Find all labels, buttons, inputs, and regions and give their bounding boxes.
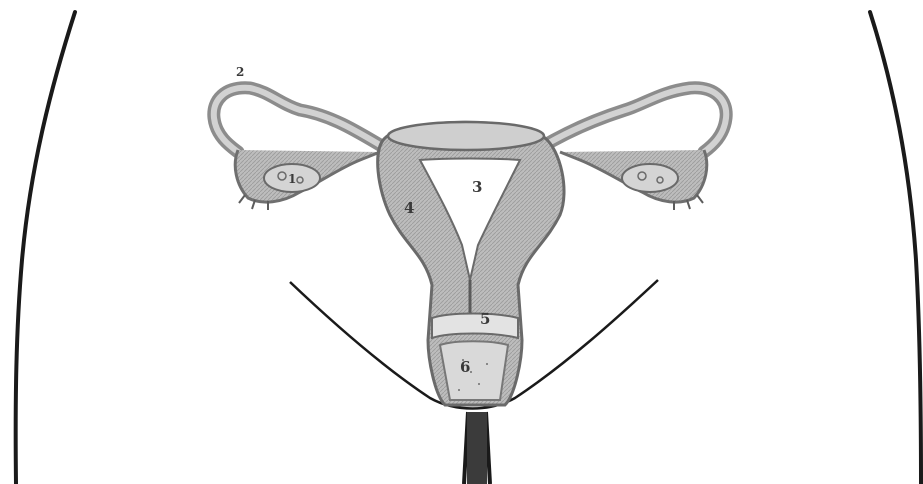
right-ovary	[560, 150, 707, 210]
label-1: 1	[288, 172, 296, 186]
right-fallopian-tube	[540, 88, 726, 152]
left-ovary	[235, 150, 380, 210]
label-3: 3	[472, 178, 482, 196]
vagina-upper	[440, 341, 508, 400]
label-6: 6	[460, 358, 470, 376]
label-4: 4	[404, 199, 414, 217]
left-body-outline	[16, 12, 75, 484]
right-body-outline	[870, 12, 921, 484]
uterine-fundus	[388, 122, 544, 150]
label-2: 2	[236, 65, 244, 79]
left-fallopian-tube	[214, 88, 385, 152]
cervix	[432, 314, 518, 339]
label-5: 5	[480, 310, 490, 328]
vaginal-canal-fill	[467, 412, 487, 484]
